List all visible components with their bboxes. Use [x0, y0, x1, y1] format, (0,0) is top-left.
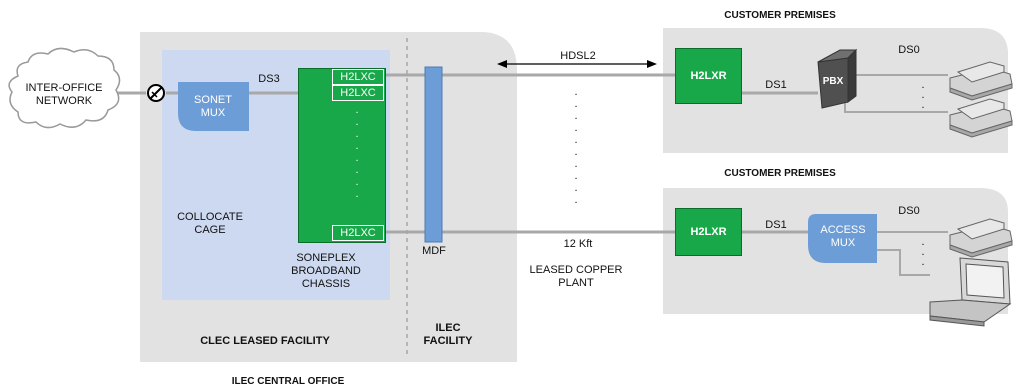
h2lxc-slot-1: H2LXC [332, 69, 384, 85]
hdsl2-arrowhead-right [647, 60, 657, 68]
laptop-icon [929, 257, 1012, 327]
ds1-bottom-label: DS1 [765, 219, 787, 231]
inter-office-network-label: INTER-OFFICE NETWORK [25, 82, 103, 107]
leased-copper-label: LEASED COPPER PLANT [529, 264, 623, 289]
distance-label: 12 Kft [563, 238, 593, 250]
sonet-mux [178, 82, 249, 131]
ilec-central-office-label: ILEC CENTRAL OFFICE [231, 376, 345, 387]
h2lxr-bottom: H2LXR [675, 208, 742, 256]
network-cloud [8, 47, 121, 129]
chassis-ellipsis: . . . . . . . . [355, 104, 359, 200]
soneplex-label: SONEPLEX BROADBAND CHASSIS [291, 252, 361, 290]
collocate-cage-label: COLLOCATE CAGE [177, 211, 243, 236]
customer-premises-top-label: CUSTOMER PREMISES [724, 10, 836, 21]
sonet-mux-label: SONET MUX [194, 94, 232, 119]
ds0-top-label: DS0 [898, 44, 920, 56]
access-mux [808, 214, 877, 263]
customer-premises-bottom-label: CUSTOMER PREMISES [724, 168, 836, 179]
clec-facility-label: CLEC LEASED FACILITY [200, 335, 330, 347]
h2lxc-slot-2: H2LXC [332, 85, 384, 101]
h2lxc-slot-n: H2LXC [332, 225, 384, 241]
hdsl2-arrowhead-left [497, 60, 507, 68]
telephone-icon-2 [949, 98, 1013, 138]
copper-ellipsis: . . . . . . . . . . [574, 86, 578, 206]
phone-ellipsis-bottom: . . . [921, 236, 925, 268]
ds1-top-label: DS1 [765, 79, 787, 91]
phone-ellipsis-top: . . . [921, 79, 925, 111]
pbx-label: PBX [822, 76, 844, 87]
telephone-icon-1 [949, 61, 1013, 101]
ds3-label: DS3 [258, 73, 280, 85]
h2lxr-top: H2LXR [675, 48, 742, 104]
ds0-bottom-label: DS0 [898, 205, 920, 217]
mdf-label: MDF [422, 245, 446, 257]
telephone-icon-3 [949, 218, 1013, 258]
ilec-facility-label: ILEC FACILITY [423, 322, 473, 347]
mdf-block [424, 66, 443, 243]
access-mux-label: ACCESS MUX [820, 224, 866, 249]
hdsl2-label: HDSL2 [560, 50, 596, 62]
